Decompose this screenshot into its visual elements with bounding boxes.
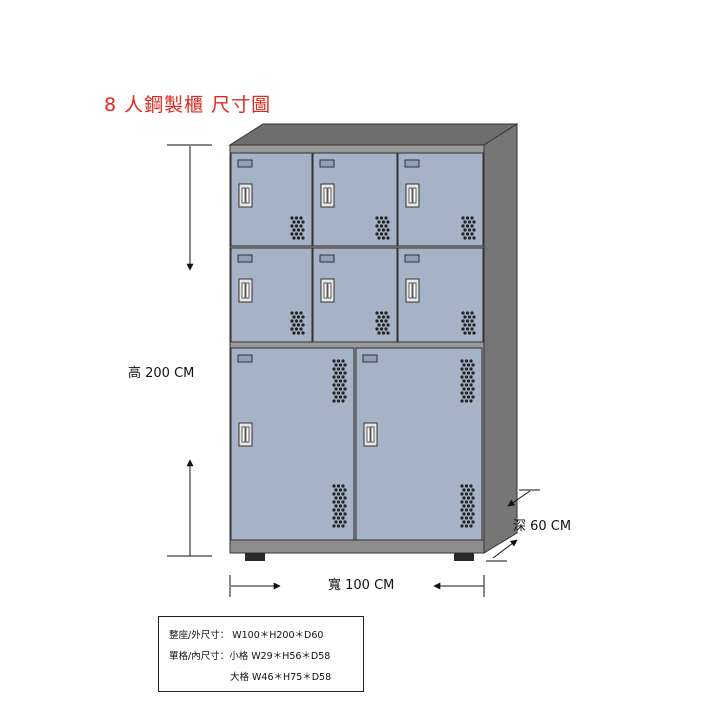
cabinet-top-face <box>228 123 519 146</box>
door-handle[interactable] <box>405 278 420 303</box>
depth-arrow-bottom <box>492 539 518 559</box>
vent-holes <box>290 216 305 240</box>
vent-holes <box>461 311 476 335</box>
cabinet-side-face <box>483 123 518 554</box>
number-plate <box>237 159 253 168</box>
vent-holes-top <box>460 359 475 403</box>
vent-holes <box>375 216 390 240</box>
door-handle[interactable] <box>238 422 253 447</box>
small-locker-door-2[interactable] <box>312 152 398 247</box>
vent-holes-bottom <box>460 484 475 528</box>
cabinet-foot-left <box>245 553 265 561</box>
spec-large-compartment: 大格 W46＊H75＊D58 <box>230 672 332 683</box>
door-handle[interactable] <box>405 183 420 208</box>
spec-overall-size: 整座/外尺寸： W100＊H200＊D60 <box>169 630 324 641</box>
small-locker-door-3[interactable] <box>397 152 484 247</box>
number-plate <box>237 254 253 263</box>
small-locker-door-6[interactable] <box>397 247 484 343</box>
height-dimension-label: 高 200 CM <box>128 366 195 381</box>
door-handle[interactable] <box>363 422 378 447</box>
spec-box: 整座/外尺寸： W100＊H200＊D60 單格/內尺寸：小格 W29＊H56＊… <box>158 616 364 692</box>
small-locker-door-1[interactable] <box>230 152 313 247</box>
vent-holes <box>461 216 476 240</box>
vent-holes <box>375 311 390 335</box>
number-plate <box>237 354 253 363</box>
door-handle[interactable] <box>238 278 253 303</box>
number-plate <box>319 254 335 263</box>
cabinet-plinth <box>229 539 485 554</box>
locker-doors <box>230 152 484 541</box>
vent-holes <box>290 311 305 335</box>
small-locker-door-5[interactable] <box>312 247 398 343</box>
number-plate <box>404 254 420 263</box>
vent-holes-bottom <box>332 484 347 528</box>
door-handle[interactable] <box>320 278 335 303</box>
depth-arrow-top <box>507 490 531 507</box>
depth-dimension-label: 深 60 CM <box>513 519 572 534</box>
spec-small-compartment: 單格/內尺寸：小格 W29＊H56＊D58 <box>169 651 331 662</box>
small-locker-door-4[interactable] <box>230 247 313 343</box>
width-dimension-label: 寬 100 CM <box>328 578 395 593</box>
large-locker-door-2[interactable] <box>355 347 483 541</box>
large-locker-door-1[interactable] <box>230 347 355 541</box>
vent-holes-top <box>332 359 347 403</box>
diagram-title: 8 人鋼製櫃 尺寸圖 <box>104 94 272 116</box>
number-plate <box>404 159 420 168</box>
cabinet-foot-right <box>454 553 474 561</box>
number-plate <box>319 159 335 168</box>
door-handle[interactable] <box>238 183 253 208</box>
number-plate <box>362 354 378 363</box>
door-handle[interactable] <box>320 183 335 208</box>
